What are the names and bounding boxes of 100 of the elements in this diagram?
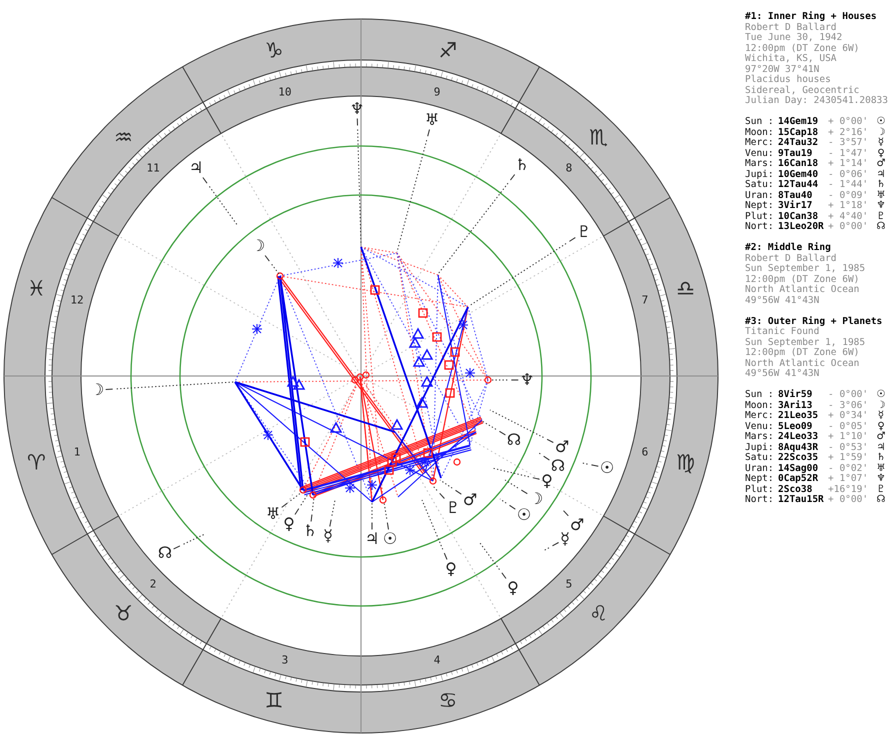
house-number: 8 [566,162,572,174]
position-offset: + 4°40' [828,212,868,222]
position-offset: + 0°00' [828,495,868,506]
planet-name: Sun : [745,390,774,400]
chart-detail: Placidus houses [745,75,831,86]
position-offset: + 1°14' [828,159,868,170]
leader-line [310,496,314,522]
planet-symbol: ☉ [876,390,886,400]
leader-line [468,237,576,306]
planet-name: Venu: [745,422,774,432]
chart-detail: Sun September 1, 1985 [745,264,866,274]
planet-symbol: ♃ [876,442,886,452]
chart-detail: 49°56W 41°43N [745,369,820,380]
chart-detail: Tue June 30, 1942 [745,33,842,44]
zodiac-position: 12Tau15R [778,495,824,506]
chart-detail: 49°56W 41°43N [745,296,820,306]
planet-name: Venu: [745,148,774,159]
zodiac-position: 16Can18 [778,159,818,170]
planet-name: Nept: [745,201,774,212]
leader-line [105,382,234,390]
leader-line [432,486,445,499]
planet-symbol: ♂ [462,492,478,508]
planet-name: Mars: [745,159,774,170]
planet-symbol: ☉ [516,507,532,523]
chart-heading: #2: Middle Ring [745,243,831,254]
position-offset: - 0°00' [828,390,868,400]
leader-line [438,174,516,274]
position-offset: - 0°09' [828,190,868,201]
planet-symbol: ♅ [424,112,440,128]
planet-symbol: ♃ [188,160,204,176]
position-offset: + 0°00' [828,222,868,232]
chart-detail: Robert D Ballard [745,22,837,33]
planet-name: Moon: [745,400,774,411]
planet-symbol: ♆ [350,101,364,117]
zodiac-position: 10Can38 [778,212,818,222]
leader-line [281,492,302,508]
planet-symbol: ♂ [876,159,886,170]
planet-symbol: ♃ [876,170,886,180]
planet-name: Plut: [745,212,774,222]
zodiac-sign-symbol: ♍ [676,452,695,474]
position-offset: + 1°18' [828,201,868,212]
leader-line [396,129,430,252]
planet-symbol: ♄ [302,523,318,539]
zodiac-sign-symbol: ♉ [114,603,133,624]
zodiac-position: 8Tau40 [778,190,812,200]
zodiac-position: 2Sco38 [778,484,812,495]
zodiac-position: 13Leo20R [778,222,824,232]
leader-line [560,508,569,516]
zodiac-position: 24Tau32 [778,138,818,148]
leader-line [202,177,238,226]
chart-detail: North Atlantic Ocean [745,285,860,296]
planet-symbol: ♂ [876,432,886,442]
planet-symbol: ☊ [550,458,566,474]
planet-symbol: ♀ [541,473,553,489]
chart-detail: 12:00pm (DT Zone 6W) [745,274,860,284]
position-offset: - 0°53' [828,442,868,453]
chart-detail: Julian Day: 2430541.20833 [745,96,888,106]
planet-symbol: ♀ [877,148,885,158]
planet-symbol: ♆ [520,372,534,388]
leader-line [492,468,540,480]
planet-name: Satu: [745,453,774,464]
zodiac-sign-symbol: ♈ [27,452,46,474]
planet-symbol: ♀ [283,516,295,532]
house-number: 6 [642,446,648,458]
leader-line [480,542,506,579]
position-offset: - 0°05' [828,422,868,432]
planet-symbol: ♀ [877,422,885,432]
zodiac-position: 8Vir59 [778,390,812,400]
planet-name: Merc: [745,411,774,422]
zodiac-sign-symbol: ♒ [114,128,133,149]
house-number: 9 [434,86,440,98]
zodiac-position: 3Ari13 [778,400,812,411]
position-offset: - 1°44' [828,180,868,190]
zodiac-position: 5Leo09 [778,422,812,432]
chart-detail: Robert D Ballard [745,254,837,264]
leader-line [482,420,506,436]
zodiac-sign-symbol: ♏ [589,128,608,149]
position-offset: - 1°47' [828,148,868,159]
planet-name: Nort: [745,222,774,232]
leader-line [356,118,362,246]
zodiac-sign-symbol: ♋ [438,690,458,712]
position-offset: - 3°57' [828,138,868,148]
planet-name: Uran: [745,464,774,474]
planet-symbol: ☊ [506,432,522,448]
leader-line [500,498,516,510]
chart-detail: 12:00pm (DT Zone 6W) [745,44,860,54]
house-number: 4 [434,654,440,666]
chart-heading: #3: Outer Ring + Planets [745,316,882,326]
house-number: 5 [566,578,572,590]
planet-name: Moon: [745,128,774,138]
position-offset: +16°19' [828,484,868,495]
planet-symbol: ♇ [446,500,460,516]
chart-detail: Sun September 1, 1985 [745,338,866,348]
leader-line [294,494,308,515]
planet-symbol: ☊ [876,495,886,506]
planet-name: Nort: [745,495,774,506]
planet-symbol: ♀ [445,561,457,577]
leader-line [329,500,336,527]
planet-symbol: ☿ [323,528,333,544]
zodiac-sign-symbol: ♓ [27,278,46,300]
